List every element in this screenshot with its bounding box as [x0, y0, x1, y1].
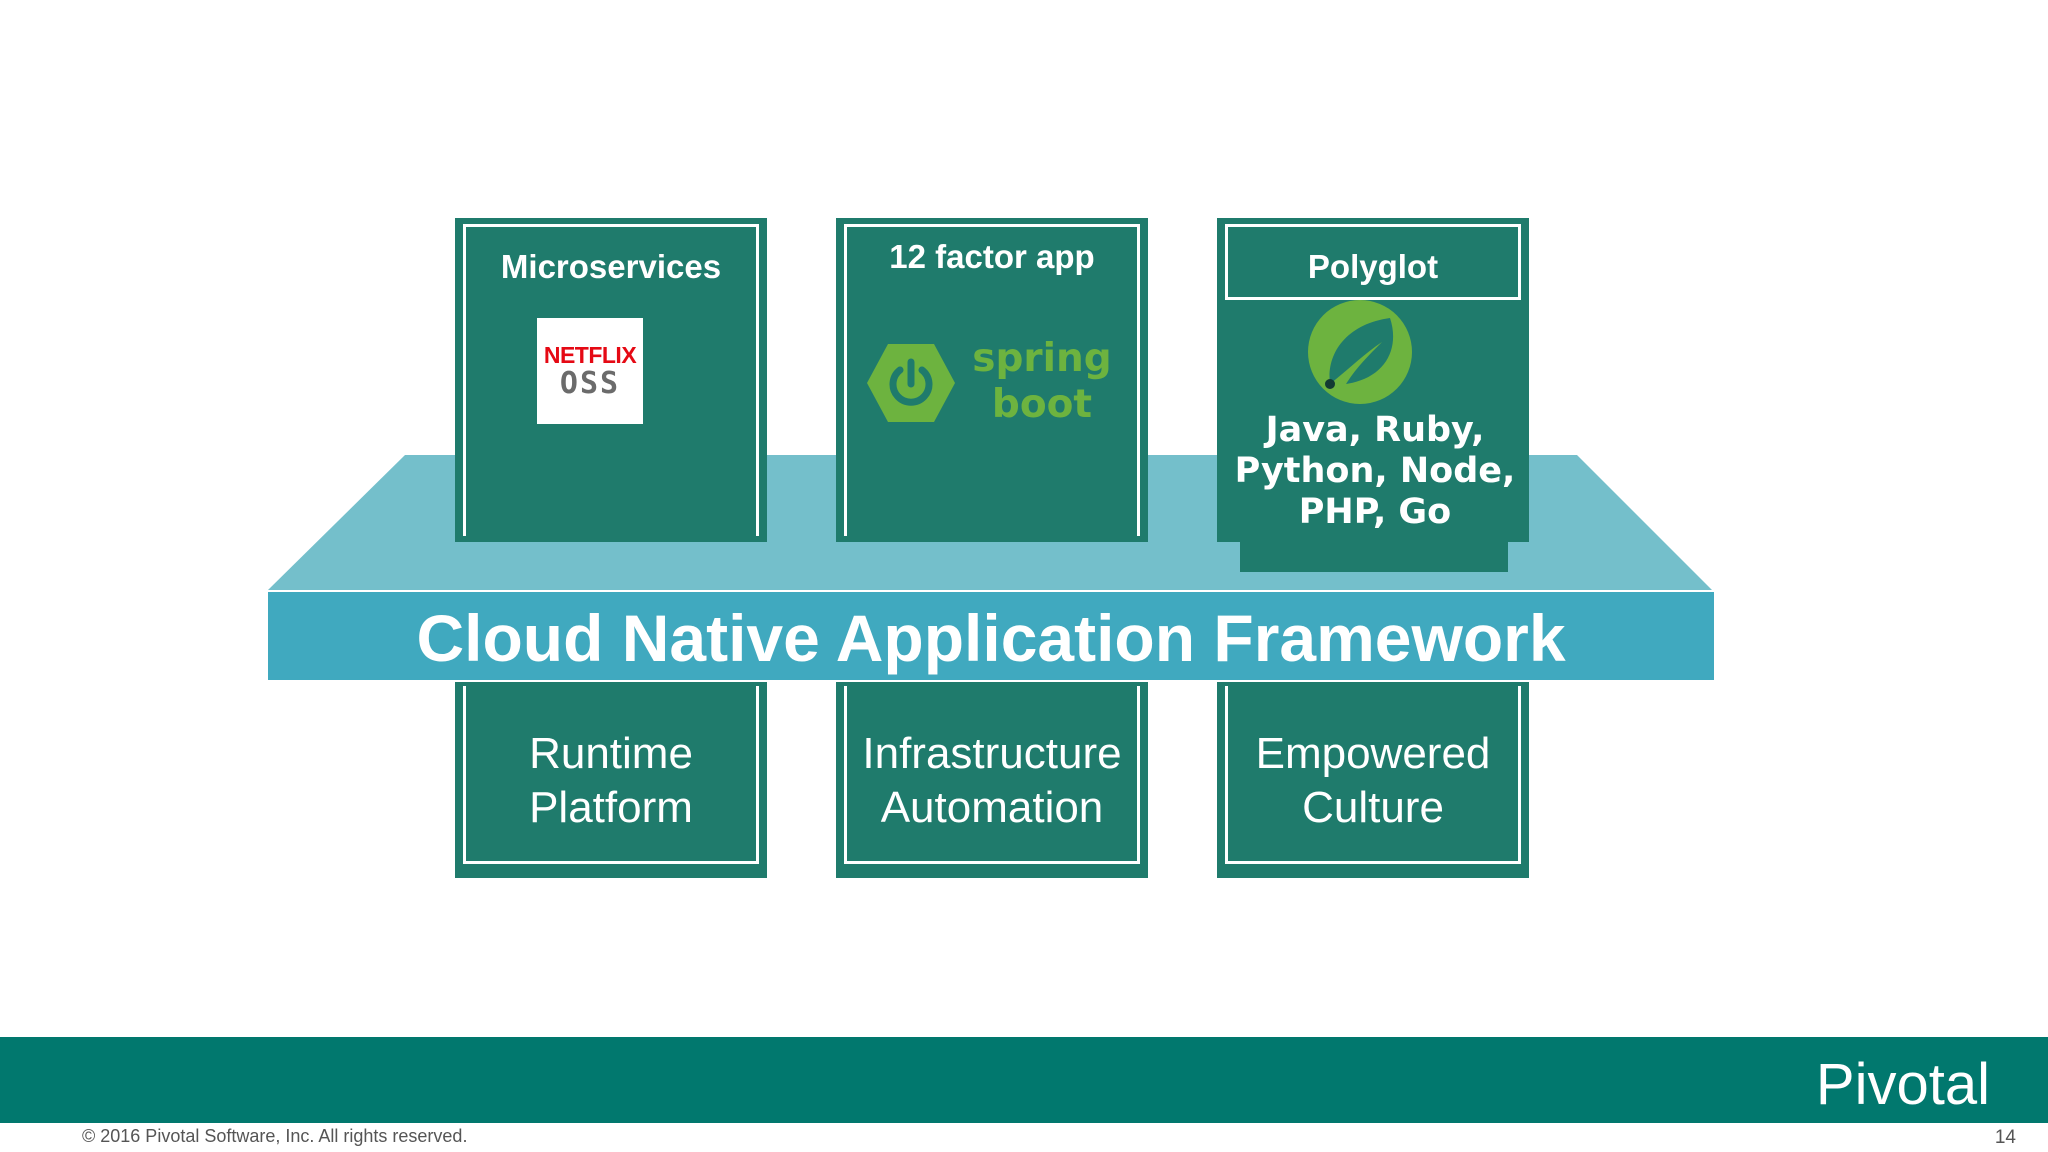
oss-wordmark: OSS	[559, 366, 621, 401]
card-title: 12 factor app	[889, 238, 1095, 275]
card-frame	[1225, 224, 1521, 300]
empowered-culture-card: Empowered Culture	[1217, 682, 1529, 878]
polyglot-card-extension	[1240, 520, 1508, 572]
card-label-line2: Platform	[529, 783, 693, 832]
card-label-line2: Automation	[880, 783, 1104, 832]
twelve-factor-card: 12 factor app	[836, 218, 1148, 542]
infrastructure-automation-card: Infrastructure Automation	[836, 682, 1148, 878]
card-frame	[844, 224, 1140, 536]
polyglot-languages: Java, Ruby, Python, Node, PHP, Go	[1234, 410, 1516, 532]
netflix-oss-logo-icon: NETFLIX OSS	[537, 318, 643, 424]
runtime-platform-card: Runtime Platform	[455, 682, 767, 878]
pivotal-logo: Pivotal	[1815, 1052, 1990, 1117]
card-label-line1: Empowered	[1255, 729, 1491, 778]
card-label: Runtime Platform	[455, 727, 767, 835]
spring-wordmark: spring	[972, 336, 1112, 381]
card-label: Infrastructure Automation	[836, 727, 1148, 835]
framework-label: Cloud Native Application Framework	[416, 601, 1566, 675]
spring-leaf-icon	[1308, 300, 1412, 404]
copyright-notice: © 2016 Pivotal Software, Inc. All rights…	[82, 1126, 468, 1146]
card-label-line2: Culture	[1302, 783, 1444, 832]
card-frame	[1225, 686, 1521, 864]
boot-wordmark: boot	[991, 382, 1093, 427]
netflix-wordmark: NETFLIX	[543, 342, 637, 368]
card-label: Empowered Culture	[1217, 727, 1529, 835]
spring-boot-power-icon	[867, 344, 955, 422]
framework-banner: Cloud Native Application Framework	[268, 592, 1714, 680]
microservices-card: Microservices	[455, 218, 767, 542]
card-frame	[463, 224, 759, 536]
card-frame	[463, 686, 759, 864]
page-number: 14	[1994, 1127, 2016, 1148]
card-label-line1: Runtime	[529, 729, 693, 778]
card-title: Polyglot	[1307, 248, 1439, 285]
footer-bar: Pivotal	[0, 1037, 2048, 1123]
card-label-line1: Infrastructure	[862, 729, 1122, 778]
card-frame	[844, 686, 1140, 864]
card-title: Microservices	[500, 248, 722, 285]
